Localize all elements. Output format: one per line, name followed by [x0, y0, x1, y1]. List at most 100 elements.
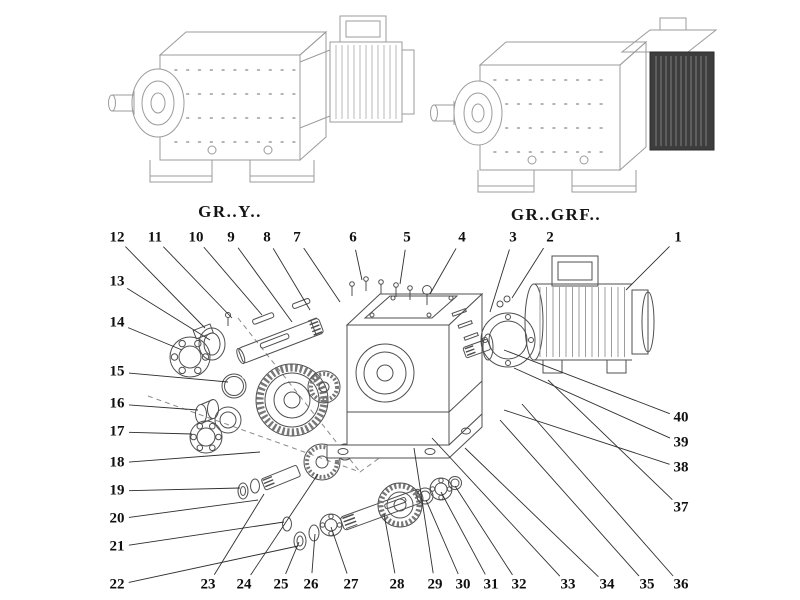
callout-8: 8 — [261, 229, 273, 246]
leader-line-26 — [311, 533, 316, 574]
callout-22: 22 — [107, 576, 127, 593]
callout-3: 3 — [507, 229, 519, 246]
callout-31: 31 — [481, 576, 501, 593]
callout-7: 7 — [291, 229, 303, 246]
leader-line-10 — [203, 246, 263, 316]
leader-line-30 — [425, 499, 459, 575]
ball-bearing-left — [189, 406, 242, 454]
gearbox-housing — [326, 292, 484, 459]
callout-6: 6 — [347, 229, 359, 246]
leader-line-8 — [272, 248, 311, 311]
seal-ring — [198, 327, 226, 361]
leader-line-17 — [128, 431, 193, 435]
callout-38: 38 — [671, 459, 691, 476]
leader-line-13 — [126, 287, 211, 341]
pinion-shaft — [261, 465, 301, 491]
callout-17: 17 — [107, 423, 127, 440]
callout-14: 14 — [107, 314, 127, 331]
motor-studs-washers — [451, 295, 511, 341]
callout-26: 26 — [301, 576, 321, 593]
leader-line-31 — [440, 491, 486, 575]
leader-line-21 — [128, 521, 285, 546]
intermediate-shaft — [236, 317, 324, 365]
leader-line-32 — [454, 485, 513, 576]
assembled-view-gr-y — [108, 15, 415, 183]
leader-line-27 — [330, 526, 348, 574]
leader-line-28 — [383, 513, 396, 574]
callout-29: 29 — [425, 576, 445, 593]
leader-line-5 — [399, 249, 406, 285]
assembled-view-gr-grf — [430, 17, 718, 193]
variant-title-gr-y: GR..Y.. — [198, 202, 262, 221]
leader-line-23 — [213, 493, 265, 576]
electric-motor — [524, 255, 655, 374]
callout-33: 33 — [558, 576, 578, 593]
leader-line-1 — [625, 246, 670, 291]
leader-line-15 — [128, 372, 229, 383]
ball-bearing-upper — [169, 336, 211, 378]
leader-line-2 — [511, 247, 544, 299]
callout-16: 16 — [107, 395, 127, 412]
leader-line-39 — [513, 367, 671, 439]
leader-line-40 — [503, 349, 670, 415]
motor-flange-adapter — [480, 312, 536, 368]
callout-27: 27 — [341, 576, 361, 593]
callout-11: 11 — [145, 229, 165, 246]
leader-line-12 — [125, 246, 206, 329]
callout-24: 24 — [234, 576, 254, 593]
pinion-shaft-washers — [237, 478, 292, 532]
leader-line-34 — [464, 447, 599, 577]
leader-line-20 — [128, 499, 259, 518]
leader-line-25 — [285, 541, 300, 575]
callout-37: 37 — [671, 499, 691, 516]
leader-line-35 — [499, 419, 640, 577]
cover-bolts — [349, 276, 432, 305]
callout-20: 20 — [107, 510, 127, 527]
leader-line-24 — [250, 473, 319, 576]
output-gear — [377, 482, 423, 528]
leader-line-38 — [503, 409, 670, 465]
callout-10: 10 — [186, 229, 206, 246]
callout-34: 34 — [597, 576, 617, 593]
leader-line-18 — [128, 451, 261, 463]
leader-line-9 — [237, 247, 293, 323]
callout-23: 23 — [198, 576, 218, 593]
callout-21: 21 — [107, 538, 127, 555]
callout-2: 2 — [544, 229, 556, 246]
callout-25: 25 — [271, 576, 291, 593]
leader-line-36 — [521, 403, 674, 577]
callout-1: 1 — [672, 229, 684, 246]
leader-line-6 — [355, 249, 363, 281]
callout-28: 28 — [387, 576, 407, 593]
leader-line-11 — [162, 246, 233, 319]
callout-5: 5 — [401, 229, 413, 246]
leader-line-14 — [127, 327, 183, 351]
lower-right-rings-bearing — [416, 476, 462, 505]
leader-line-37 — [547, 379, 673, 501]
callout-39: 39 — [671, 434, 691, 451]
leader-line-3 — [489, 249, 510, 313]
variant-title-gr-grf: GR..GRF.. — [510, 205, 602, 224]
leader-line-7 — [303, 247, 341, 303]
callout-32: 32 — [509, 576, 529, 593]
leader-line-29 — [413, 447, 434, 574]
callout-18: 18 — [107, 454, 127, 471]
callout-30: 30 — [453, 576, 473, 593]
leader-line-16 — [128, 404, 199, 411]
large-helical-gear — [255, 363, 341, 437]
leader-line-33 — [431, 437, 561, 577]
circlip — [221, 373, 248, 399]
callout-12: 12 — [107, 229, 127, 246]
leader-line-19 — [128, 487, 241, 492]
leader-line-22 — [128, 545, 299, 583]
callout-15: 15 — [107, 363, 127, 380]
leader-line-4 — [429, 248, 457, 295]
callout-40: 40 — [671, 409, 691, 426]
callout-13: 13 — [107, 273, 127, 290]
callout-19: 19 — [107, 482, 127, 499]
callout-36: 36 — [671, 576, 691, 593]
motor-input-pinion — [462, 338, 491, 359]
